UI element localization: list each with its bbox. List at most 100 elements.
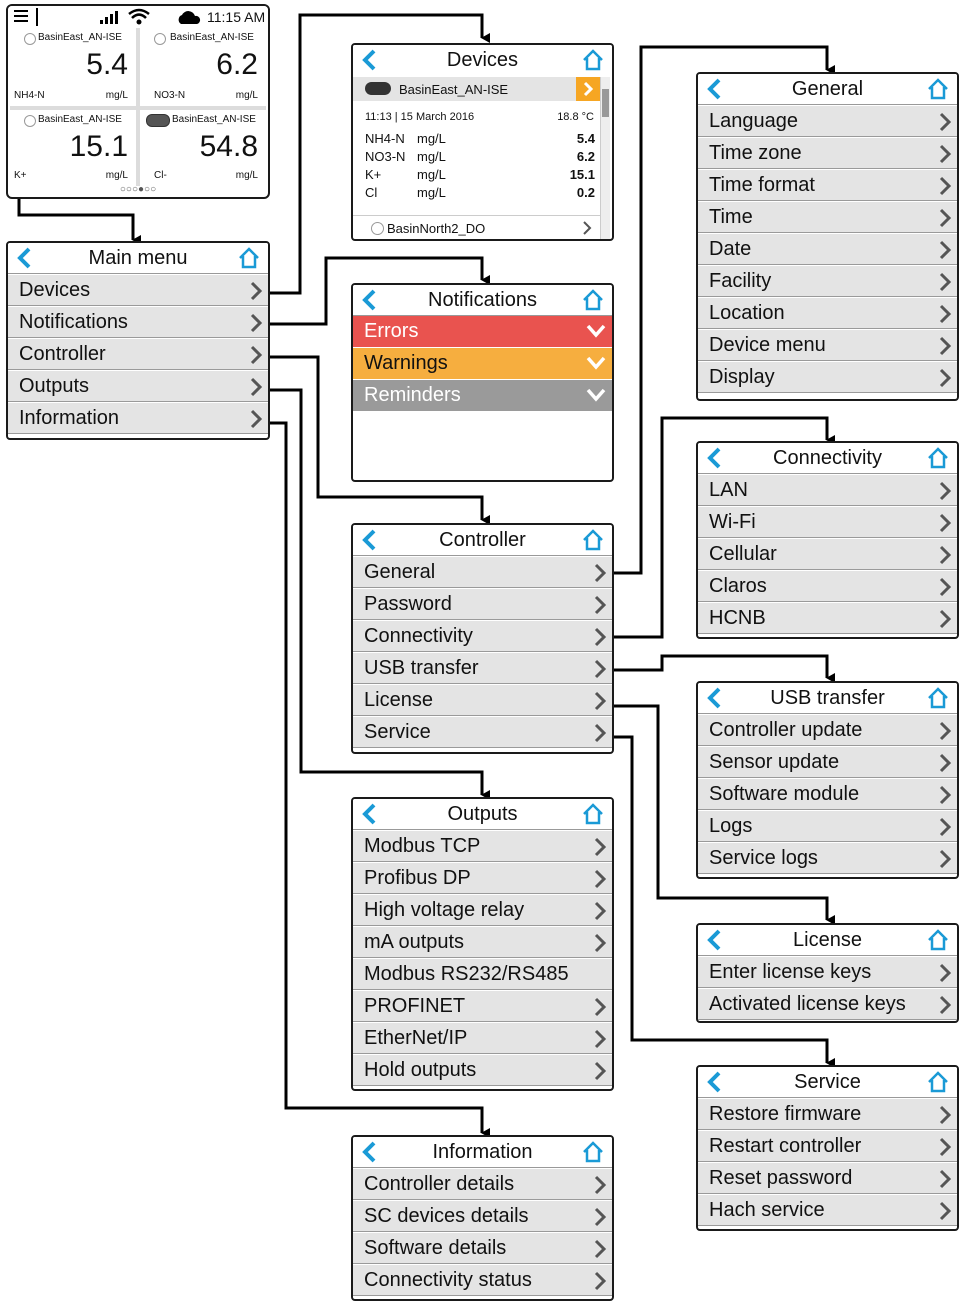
- panel-title: Notifications: [428, 289, 537, 311]
- menu-item[interactable]: Restore firmware: [698, 1098, 957, 1130]
- chevron-right-icon: [594, 627, 607, 647]
- menu-item[interactable]: Claros: [698, 570, 957, 602]
- menu-item[interactable]: HCNB: [698, 602, 957, 634]
- menu-item-label: LAN: [709, 479, 748, 501]
- notification-reminders[interactable]: Reminders: [353, 380, 612, 412]
- menu-item[interactable]: Reset password: [698, 1162, 957, 1194]
- home-icon[interactable]: [927, 929, 949, 951]
- menu-item[interactable]: Activated license keys: [698, 988, 957, 1020]
- tile-param: Cl-: [154, 170, 167, 181]
- menu-item[interactable]: Display: [698, 361, 957, 393]
- menu-item[interactable]: Language: [698, 105, 957, 137]
- menu-icon[interactable]: [14, 10, 28, 22]
- menu-item[interactable]: Wi-Fi: [698, 506, 957, 538]
- menu-item[interactable]: Location: [698, 297, 957, 329]
- menu-item[interactable]: Restart controller: [698, 1130, 957, 1162]
- menu-item[interactable]: Software details: [353, 1232, 612, 1264]
- menu-item[interactable]: Device menu: [698, 329, 957, 361]
- menu-item[interactable]: Controller update: [698, 714, 957, 746]
- menu-item-label: License: [364, 689, 433, 711]
- open-device-button[interactable]: [576, 77, 602, 101]
- home-icon[interactable]: [582, 529, 604, 551]
- menu-item[interactable]: Facility: [698, 265, 957, 297]
- back-icon[interactable]: [14, 246, 36, 270]
- menu-item[interactable]: Modbus TCP: [353, 830, 612, 862]
- back-icon[interactable]: [359, 1140, 381, 1164]
- back-icon[interactable]: [704, 77, 726, 101]
- home-icon[interactable]: [927, 687, 949, 709]
- menu-item[interactable]: PROFINET: [353, 990, 612, 1022]
- back-icon[interactable]: [704, 446, 726, 470]
- menu-item[interactable]: Service: [353, 716, 612, 748]
- home-icon[interactable]: [238, 247, 260, 269]
- home-icon[interactable]: [582, 49, 604, 71]
- menu-item[interactable]: Connectivity status: [353, 1264, 612, 1296]
- panel-header: Main menu: [8, 243, 268, 274]
- menu-item[interactable]: High voltage relay: [353, 894, 612, 926]
- home-icon[interactable]: [927, 447, 949, 469]
- menu-item[interactable]: Information: [8, 402, 268, 434]
- notification-errors[interactable]: Errors: [353, 316, 612, 348]
- menu-item[interactable]: Enter license keys: [698, 956, 957, 988]
- menu-item[interactable]: Service logs: [698, 842, 957, 874]
- tile-device: BasinEast_AN-ISE: [38, 32, 122, 43]
- menu-item[interactable]: Sensor update: [698, 746, 957, 778]
- menu-item[interactable]: Time format: [698, 169, 957, 201]
- menu-item[interactable]: Hold outputs: [353, 1054, 612, 1086]
- menu-item[interactable]: Time zone: [698, 137, 957, 169]
- back-icon[interactable]: [704, 928, 726, 952]
- menu-item[interactable]: LAN: [698, 474, 957, 506]
- chevron-down-icon: [586, 388, 606, 402]
- menu-item[interactable]: Time: [698, 201, 957, 233]
- menu-item[interactable]: Controller details: [353, 1168, 612, 1200]
- menu-item[interactable]: Connectivity: [353, 620, 612, 652]
- menu-item[interactable]: License: [353, 684, 612, 716]
- tile[interactable]: BasinEast_AN-ISE 54.8 Cl- mg/L: [140, 110, 266, 186]
- menu-item-label: Outputs: [19, 375, 90, 397]
- back-icon[interactable]: [359, 288, 381, 312]
- chevron-right-icon: [594, 659, 607, 679]
- menu-item[interactable]: Controller: [8, 338, 268, 370]
- menu-item[interactable]: Logs: [698, 810, 957, 842]
- device-temperature: 18.8 °C: [557, 111, 594, 123]
- device-row-selected[interactable]: BasinEast_AN-ISE: [353, 77, 602, 101]
- menu-item[interactable]: Password: [353, 588, 612, 620]
- back-icon[interactable]: [359, 528, 381, 552]
- menu-item[interactable]: mA outputs: [353, 926, 612, 958]
- menu-item[interactable]: Profibus DP: [353, 862, 612, 894]
- menu-item[interactable]: Cellular: [698, 538, 957, 570]
- scroll-thumb[interactable]: [602, 89, 609, 117]
- home-icon[interactable]: [927, 78, 949, 100]
- home-icon[interactable]: [927, 1071, 949, 1093]
- device-row[interactable]: BasinNorth2_DO: [353, 215, 602, 239]
- home-icon[interactable]: [582, 1141, 604, 1163]
- menu-item[interactable]: General: [353, 556, 612, 588]
- back-icon[interactable]: [359, 802, 381, 826]
- home-icon[interactable]: [582, 803, 604, 825]
- home-icon[interactable]: [582, 289, 604, 311]
- menu-item[interactable]: Devices: [8, 274, 268, 306]
- menu-item[interactable]: EtherNet/IP: [353, 1022, 612, 1054]
- menu-item[interactable]: Notifications: [8, 306, 268, 338]
- back-icon[interactable]: [704, 686, 726, 710]
- scrollbar[interactable]: [600, 77, 610, 239]
- menu-item[interactable]: USB transfer: [353, 652, 612, 684]
- menu-item-label: Time format: [709, 174, 815, 196]
- menu-item-label: Information: [19, 407, 120, 429]
- chevron-right-icon: [939, 1105, 952, 1125]
- menu-item[interactable]: SC devices details: [353, 1200, 612, 1232]
- tile[interactable]: BasinEast_AN-ISE 6.2 NO3-N mg/L: [140, 28, 266, 106]
- menu-item[interactable]: Hach service: [698, 1194, 957, 1226]
- tile[interactable]: BasinEast_AN-ISE 15.1 K+ mg/L: [10, 110, 136, 186]
- tile[interactable]: BasinEast_AN-ISE 5.4 NH4-N mg/L: [10, 28, 136, 106]
- notification-warnings[interactable]: Warnings: [353, 348, 612, 380]
- back-icon[interactable]: [704, 1070, 726, 1094]
- menu-item[interactable]: Date: [698, 233, 957, 265]
- back-icon[interactable]: [359, 48, 381, 72]
- page-indicator[interactable]: ○○○●○○: [119, 184, 157, 195]
- reading-param: K+: [365, 167, 382, 182]
- menu-item[interactable]: Modbus RS232/RS485: [353, 958, 612, 990]
- menu-item[interactable]: Software module: [698, 778, 957, 810]
- menu-item[interactable]: Outputs: [8, 370, 268, 402]
